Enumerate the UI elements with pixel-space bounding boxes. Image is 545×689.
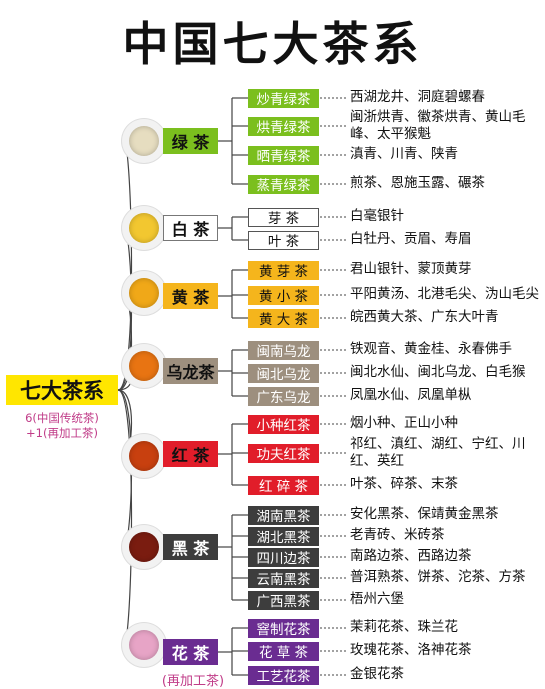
tea-cup-white-icon [122,206,166,250]
subcategory-dark-0: 湖南黑茶 [248,505,319,525]
tea-cup-dark-icon [122,525,166,569]
examples-white-1: 白牡丹、贡眉、寿眉 [350,231,472,247]
subcategory-white-1: 叶 茶 [248,230,319,250]
examples-oolong-1: 闽北水仙、闽北乌龙、白毛猴 [350,364,526,380]
examples-flower-2: 金银花茶 [350,666,404,682]
examples-green-3: 煎茶、恩施玉露、碾茶 [350,175,485,191]
subcategory-oolong-0: 闽南乌龙 [248,340,319,360]
category-dark: 黑 茶 [163,534,218,560]
examples-oolong-0: 铁观音、黄金桂、永春佛手 [350,341,512,357]
subcategory-dark-2: 四川边茶 [248,547,319,567]
subcategory-red-1: 功夫红茶 [248,443,319,463]
examples-red-2: 叶茶、碎茶、末茶 [350,476,458,492]
examples-dark-1: 老青砖、米砖茶 [350,527,445,543]
subcategory-oolong-2: 广东乌龙 [248,386,319,406]
examples-green-2: 滇青、川青、陕青 [350,146,458,162]
tea-cup-green-icon [122,119,166,163]
examples-yellow-0: 君山银针、蒙顶黄芽 [350,261,472,277]
subcategory-white-0: 芽 茶 [248,207,319,227]
examples-white-0: 白毫银针 [350,208,404,224]
examples-dark-3: 普洱熟茶、饼茶、沱茶、方茶 [350,569,526,585]
subcategory-yellow-1: 黄 小 茶 [248,285,319,305]
tea-cup-oolong-icon [122,344,166,388]
root-node: 七大茶系 [6,375,118,405]
subcategory-red-0: 小种红茶 [248,414,319,434]
subcategory-flower-1: 花 草 茶 [248,641,319,661]
examples-green-1: 闽浙烘青、徽茶烘青、黄山毛峰、太平猴魁 [350,109,526,142]
category-oolong: 乌龙茶 [163,358,218,384]
subcategory-red-2: 红 碎 茶 [248,475,319,495]
root-note: 6(中国传统茶) +1(再加工茶) [4,411,120,441]
examples-dark-4: 梧州六堡 [350,591,404,607]
subcategory-yellow-0: 黄 芽 茶 [248,260,319,280]
subcategory-dark-4: 广西黑茶 [248,590,319,610]
subcategory-green-1: 烘青绿茶 [248,116,319,136]
examples-red-1: 祁红、滇红、湖红、宁红、川红、英红 [350,436,526,469]
examples-dark-0: 安化黑茶、保靖黄金黑茶 [350,506,499,522]
examples-oolong-2: 凤凰水仙、凤凰单枞 [350,387,472,403]
subcategory-flower-0: 窨制花茶 [248,618,319,638]
subcategory-yellow-2: 黄 大 茶 [248,308,319,328]
root-note-line1: 6(中国传统茶) [25,411,99,425]
examples-flower-0: 茉莉花茶、珠兰花 [350,619,458,635]
examples-flower-1: 玫瑰花茶、洛神花茶 [350,642,472,658]
examples-yellow-2: 皖西黄大茶、广东大叶青 [350,309,499,325]
examples-red-0: 烟小种、正山小种 [350,415,458,431]
tea-cup-flower-icon [122,623,166,667]
subcategory-dark-3: 云南黑茶 [248,568,319,588]
examples-green-0: 西湖龙井、洞庭碧螺春 [350,89,485,105]
root-note-line2: +1(再加工茶) [26,426,98,440]
category-red: 红 茶 [163,441,218,467]
subcategory-green-2: 晒青绿茶 [248,145,319,165]
subcategory-green-3: 蒸青绿茶 [248,174,319,194]
examples-dark-2: 南路边茶、西路边茶 [350,548,472,564]
category-yellow: 黄 茶 [163,283,218,309]
category-flower: 花 茶 [163,639,218,665]
subcategory-flower-2: 工艺花茶 [248,665,319,685]
examples-yellow-1: 平阳黄汤、北港毛尖、沩山毛尖 [350,286,539,302]
category-note-flower: (再加工茶) [161,674,225,689]
page-title: 中国七大茶系 [122,17,423,71]
tea-cup-red-icon [122,434,166,478]
subcategory-oolong-1: 闽北乌龙 [248,363,319,383]
category-green: 绿 茶 [163,128,218,154]
subcategory-green-0: 炒青绿茶 [248,88,319,108]
tea-cup-yellow-icon [122,271,166,315]
category-white: 白 茶 [163,215,218,241]
subcategory-dark-1: 湖北黑茶 [248,526,319,546]
